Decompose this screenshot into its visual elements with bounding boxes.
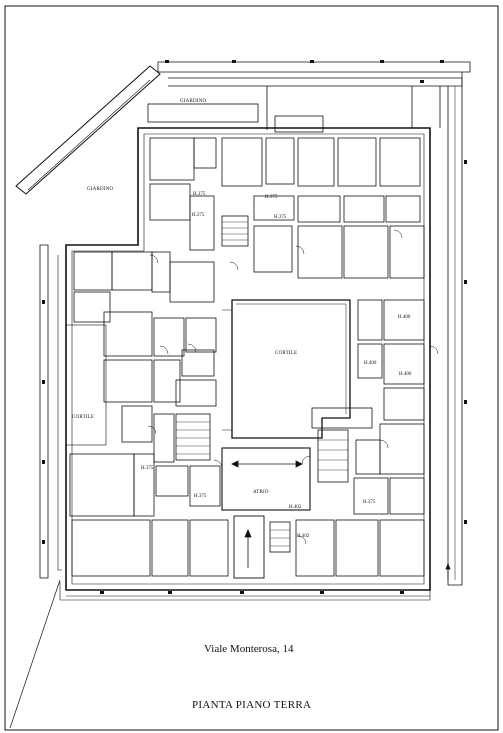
west-courtyard: [65, 324, 107, 446]
sheet-inner-border: [9, 579, 61, 729]
stair-north: [221, 215, 249, 247]
elevation-label: H.400: [399, 372, 412, 377]
north-boundary-wall-inner: [168, 77, 463, 87]
elevation-label: H.375: [274, 215, 287, 220]
diagonal-garden-wall-inner: [27, 79, 151, 191]
stair-east: [317, 429, 349, 483]
elevation-label: H.375: [265, 195, 278, 200]
room-label-giardino-north: GIARDINO: [180, 99, 207, 104]
stair-west: [175, 413, 211, 461]
elevation-label: H.375: [192, 213, 205, 218]
east-boundary-wall: [447, 72, 463, 586]
atrium: [221, 447, 311, 511]
entrance-passage: [233, 515, 265, 579]
north-boundary-wall: [157, 61, 471, 73]
room-label-atrio: ATRIO: [253, 490, 269, 495]
building-outline-inner: [71, 133, 425, 585]
elevation-label: H.402: [289, 505, 302, 510]
north-garden-steps: [274, 115, 324, 133]
room-label-giardino-west: GIARDINO: [87, 187, 114, 192]
elevation-label: H.400: [364, 361, 377, 366]
elevation-label: H.402: [297, 534, 310, 539]
west-boundary-wall: [39, 244, 49, 579]
elevation-label: H.375: [363, 500, 376, 505]
address-label: Viale Monterosa, 14: [204, 643, 294, 655]
room-label-cortile-west: CORTILE: [72, 415, 95, 420]
stair-south: [269, 521, 291, 553]
building-outline: [65, 127, 431, 591]
sheet-border: [4, 5, 499, 731]
elevation-label: H.375: [193, 192, 206, 197]
drawing-title: PIANTA PIANO TERRA: [192, 699, 312, 711]
elevation-label: H.375: [141, 466, 154, 471]
elevation-label: H.400: [398, 315, 411, 320]
room-label-cortile-central: CORTILE: [275, 351, 298, 356]
elevation-label: H.375: [194, 494, 207, 499]
diagonal-garden-wall: [15, 65, 161, 195]
north-garden-bed: [147, 103, 259, 123]
central-courtyard: [231, 299, 351, 439]
